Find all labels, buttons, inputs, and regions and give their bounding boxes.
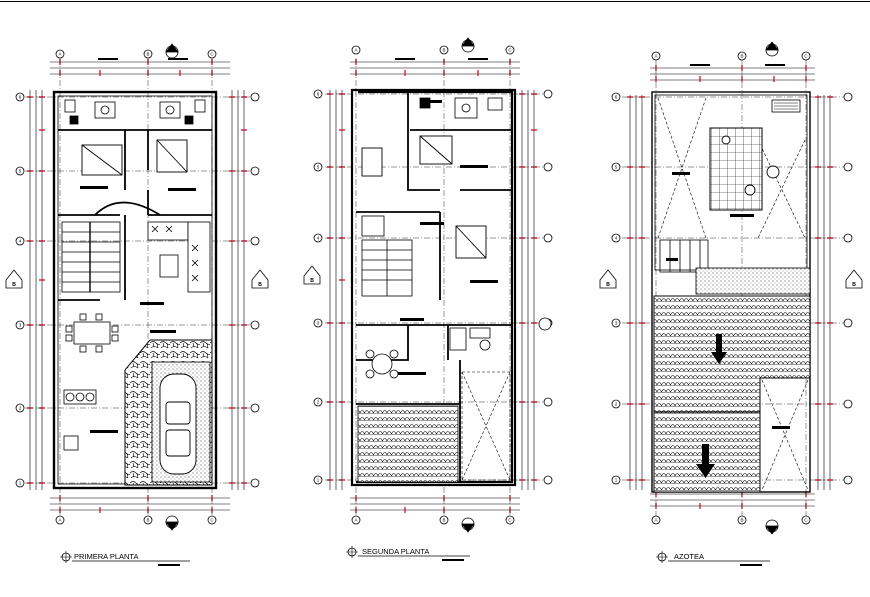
- grid-label-b: B: [740, 54, 743, 59]
- stairs-icon: [659, 239, 709, 273]
- grid-label-c: C: [804, 54, 808, 59]
- grid-bubbles: [15, 49, 260, 525]
- archway: [94, 201, 161, 216]
- grid-label-a: A: [58, 52, 61, 57]
- open-void: [761, 379, 809, 491]
- car-icon: [159, 373, 197, 475]
- section-marker-b: B: [852, 282, 856, 288]
- plan-title-block: SEGUNDA PLANTA: [346, 546, 470, 561]
- plan-primera-planta: A B C A B C 6 5 4 3 2 1 B B PRIMERA PLAN…: [5, 43, 269, 566]
- bathroom-fixtures: [419, 97, 503, 351]
- plan-azotea: A B C A B C 6 5 4 3 2 1 B B AZOTEA: [599, 41, 863, 566]
- grid-label-6: 6: [19, 95, 22, 100]
- water-tank-icon: [721, 135, 780, 196]
- grid-bubbles: [611, 51, 853, 525]
- tiled-service-area: [709, 127, 763, 211]
- section-marker-b: B: [310, 278, 314, 284]
- gravel-band: [695, 267, 811, 295]
- outer-wall: [52, 90, 218, 490]
- annotation-labels: [666, 64, 790, 429]
- stairs-icon: [61, 221, 121, 293]
- sofa-icon: [63, 389, 97, 451]
- grid-label-a: A: [58, 518, 61, 523]
- grid-label-4: 4: [615, 236, 618, 241]
- north-arrow-icon: [599, 41, 863, 535]
- grid-bubbles: [313, 45, 553, 525]
- grid-label-b: B: [146, 518, 149, 523]
- grid-label-c: C: [210, 518, 214, 523]
- roof-tiles: [653, 295, 811, 493]
- grid-label-a: A: [354, 48, 357, 53]
- north-arrow-icon: [5, 43, 269, 531]
- dimension-lines: [629, 67, 831, 507]
- open-void: [657, 97, 806, 239]
- grid-label-c: C: [508, 518, 512, 523]
- interior-walls: [356, 92, 512, 482]
- grid-label-5: 5: [317, 165, 320, 170]
- annotation-labels: [80, 58, 196, 433]
- dining-table-icon: [65, 313, 119, 353]
- dimension-lines: [329, 61, 535, 511]
- grid-label-2: 2: [19, 406, 22, 411]
- north-arrow-icon: [303, 37, 552, 533]
- slope-arrow-icon: [696, 334, 727, 478]
- roof-tiles: [357, 405, 459, 483]
- grid-label-c: C: [210, 52, 214, 57]
- bed-icon: [81, 139, 188, 176]
- grid-label-c: C: [804, 518, 808, 523]
- section-marker-b: B: [606, 282, 610, 288]
- grid-label-b: B: [740, 518, 743, 523]
- plan-title: PRIMERA PLANTA: [74, 552, 138, 561]
- grid-label-b: B: [442, 518, 445, 523]
- plan-title: SEGUNDA PLANTA: [362, 547, 429, 556]
- grid-label-3: 3: [317, 321, 320, 326]
- grid-label-5: 5: [615, 165, 618, 170]
- kitchen-counter: [147, 221, 211, 293]
- plan-title: AZOTEA: [674, 552, 704, 561]
- grid-label-2: 2: [615, 402, 618, 407]
- open-void: [461, 371, 511, 481]
- dimension-lines: [29, 61, 245, 511]
- grid-label-2: 2: [317, 400, 320, 405]
- grid-label-1: 1: [19, 481, 22, 486]
- plan-title-block: PRIMERA PLANTA: [60, 551, 190, 566]
- grid-label-3: 3: [19, 323, 22, 328]
- section-marker-b: B: [12, 282, 16, 288]
- grid-label-6: 6: [615, 95, 618, 100]
- grid-label-4: 4: [19, 239, 22, 244]
- vent-grate: [771, 99, 801, 113]
- grid-label-5: 5: [19, 169, 22, 174]
- plan-segunda-planta: A B C A B C 6 5 4 3 2 1 B SEGUNDA PLANTA: [303, 37, 553, 561]
- plan-title-block: AZOTEA: [656, 551, 770, 566]
- grid-label-3: 3: [615, 321, 618, 326]
- grid-label-1: 1: [317, 478, 320, 483]
- grid-label-a: A: [654, 518, 657, 523]
- grid-label-b: B: [442, 48, 445, 53]
- annotation-labels: [395, 58, 498, 375]
- grid-label-b: B: [146, 52, 149, 57]
- stairs-icon: [361, 215, 413, 297]
- grid-label-a: A: [354, 518, 357, 523]
- grid-label-c: C: [508, 48, 512, 53]
- round-table-icon: [365, 349, 399, 379]
- section-marker-b: B: [258, 282, 262, 288]
- grid-label-1: 1: [615, 478, 618, 483]
- grid-label-4: 4: [317, 236, 320, 241]
- bathroom-fixtures: [64, 99, 206, 125]
- interior-walls: [58, 129, 212, 301]
- grid-label-6: 6: [317, 92, 320, 97]
- bed-icon: [361, 135, 487, 259]
- grid-label-a: A: [654, 54, 657, 59]
